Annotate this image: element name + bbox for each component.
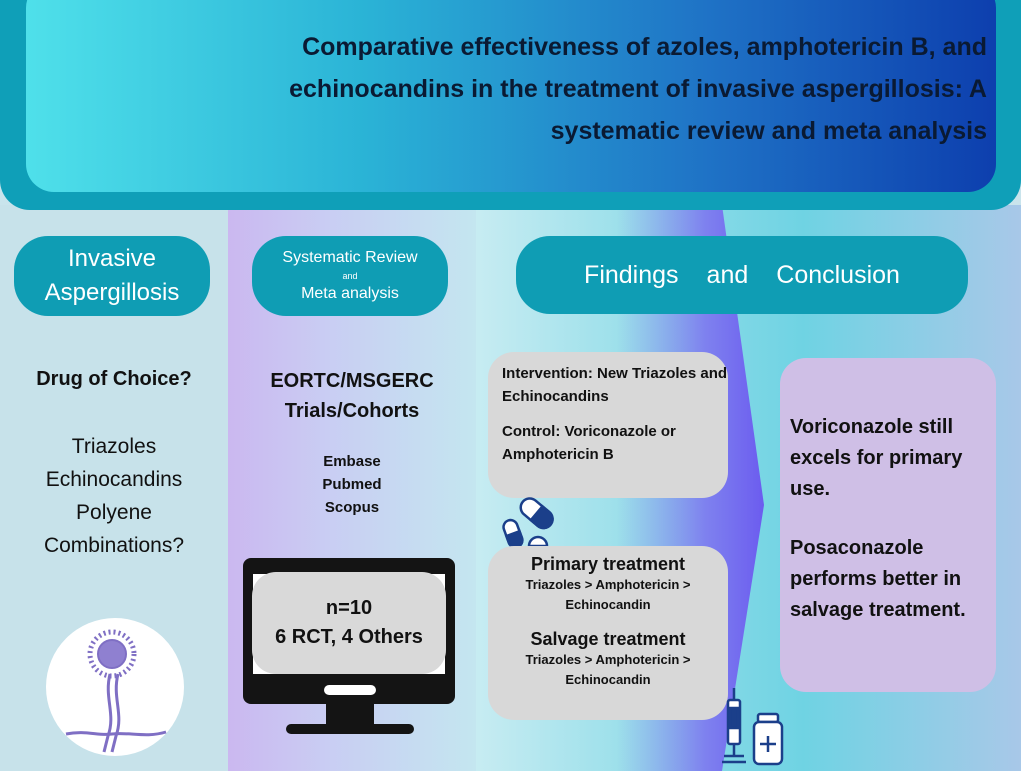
drug-item: Polyene xyxy=(76,501,152,524)
syringe-icon xyxy=(722,688,746,764)
treatment-box: Primary treatment Triazoles > Amphoteric… xyxy=(488,546,728,720)
review-label: Systematic Review xyxy=(282,249,418,266)
conclusion-word: Conclusion xyxy=(776,260,900,289)
drug-of-choice-question: Drug of Choice? xyxy=(36,368,192,390)
database-item: Scopus xyxy=(324,499,380,516)
salvage-treatment-ranking: Triazoles > Amphotericin > Echinocandin xyxy=(525,652,691,687)
database-list: Embase Pubmed Scopus xyxy=(228,450,476,519)
meta-analysis-label: Meta analysis xyxy=(301,285,399,302)
primary-treatment-ranking: Triazoles > Amphotericin > Echinocandin xyxy=(525,577,691,612)
trials-line: EORTC/MSGERC xyxy=(270,370,434,392)
fungus-icon xyxy=(46,618,184,756)
drug-item: Echinocandins xyxy=(45,468,183,491)
systematic-review-pill: Systematic Review and Meta analysis xyxy=(252,236,448,316)
intervention-text: Intervention: New Triazoles and Echinoca… xyxy=(502,365,728,405)
primary-treatment-heading: Primary treatment xyxy=(530,554,686,574)
findings-word: Findings xyxy=(584,260,679,289)
trials-line: Trials/Cohorts xyxy=(284,400,420,422)
study-count-box: n=10 6 RCT, 4 Others xyxy=(252,572,446,674)
header-panel xyxy=(26,0,996,192)
invasive-aspergillosis-pill: Invasive Aspergillosis xyxy=(14,236,210,316)
control-text: Control: Voriconazole or Amphotericin B xyxy=(502,423,676,463)
monitor-base xyxy=(286,724,414,734)
study-breakdown: 6 RCT, 4 Others xyxy=(275,626,423,648)
conclusion-primary: Voriconazole still excels for primary us… xyxy=(790,416,963,500)
drug-item: Combinations? xyxy=(43,534,185,557)
monitor-stand xyxy=(326,704,374,726)
vial-icon xyxy=(752,712,784,766)
intervention-box: Intervention: New Triazoles and Echinoca… xyxy=(488,352,728,498)
and-word: and xyxy=(706,260,749,289)
monitor-button xyxy=(324,685,376,695)
drug-item: Triazoles xyxy=(71,435,157,458)
database-item: Embase xyxy=(323,453,381,470)
trials-text: EORTC/MSGERC Trials/Cohorts xyxy=(228,366,476,426)
drug-list: Triazoles Echinocandins Polyene Combinat… xyxy=(0,430,228,562)
findings-conclusion-pill: Findings and Conclusion xyxy=(516,236,968,314)
salvage-treatment-heading: Salvage treatment xyxy=(530,629,686,649)
and-label: and xyxy=(342,271,358,281)
invasive-aspergillosis-label: Invasive Aspergillosis xyxy=(44,245,180,306)
page-title: Comparative effectiveness of azoles, amp… xyxy=(289,33,987,145)
database-item: Pubmed xyxy=(322,476,382,493)
study-count: n=10 xyxy=(325,597,373,619)
conclusion-box: Voriconazole still excels for primary us… xyxy=(780,358,996,692)
conclusion-salvage: Posaconazole performs better in salvage … xyxy=(790,537,966,621)
